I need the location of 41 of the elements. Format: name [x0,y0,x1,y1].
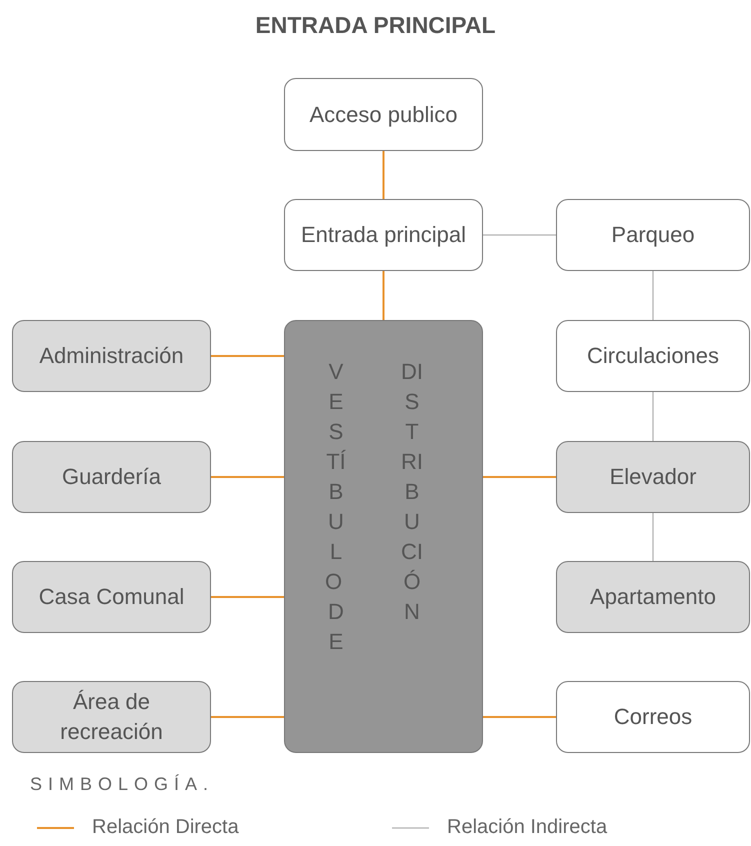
direct-relation-line [211,476,284,478]
indirect-relation-line [652,392,654,442]
direct-relation-line [483,476,556,478]
room-box [556,199,750,271]
node-label: Entrada principal [300,221,468,249]
direct-relation-line [382,151,384,199]
room-box [12,561,211,633]
node-label: Correos [612,703,694,731]
vertical-label: VESTÍBULO DE [325,358,347,656]
indirect-relation-line [482,234,556,236]
direct-relation-line [211,716,284,718]
node-label: Casa Comunal [38,583,186,611]
node-label: Parqueo [610,221,696,249]
room-box [12,441,211,513]
node-label: Administración [38,342,185,370]
hall-box [284,320,483,753]
room-box [556,320,750,392]
node-label: Acceso publico [308,100,458,129]
room-box [284,199,483,271]
node-label: Área de recreación [59,688,164,746]
room-box [284,78,483,151]
node-label: Circulaciones [586,342,720,370]
room-box [556,681,750,753]
direct-relation-line [483,716,556,718]
legend-label: Relación Directa [92,816,239,839]
room-box [12,320,211,392]
node-label: Elevador [608,463,698,491]
direct-relation-line [211,596,284,598]
direct-relation-line [211,355,284,357]
diagram-title: ENTRADA PRINCIPAL [254,12,497,39]
vertical-label: DISTRIBUCIÓN [401,358,423,626]
node-label: Guardería [60,463,162,491]
room-box [556,561,750,633]
node-label: Apartamento [589,583,717,611]
room-box [556,441,750,513]
legend-heading: SIMBOLOGÍA. [30,774,214,795]
room-box [12,681,211,753]
direct-relation-line [382,271,384,320]
indirect-relation-line [652,270,654,320]
indirect-relation-line [652,512,654,562]
legend-label: Relación Indirecta [447,816,608,839]
